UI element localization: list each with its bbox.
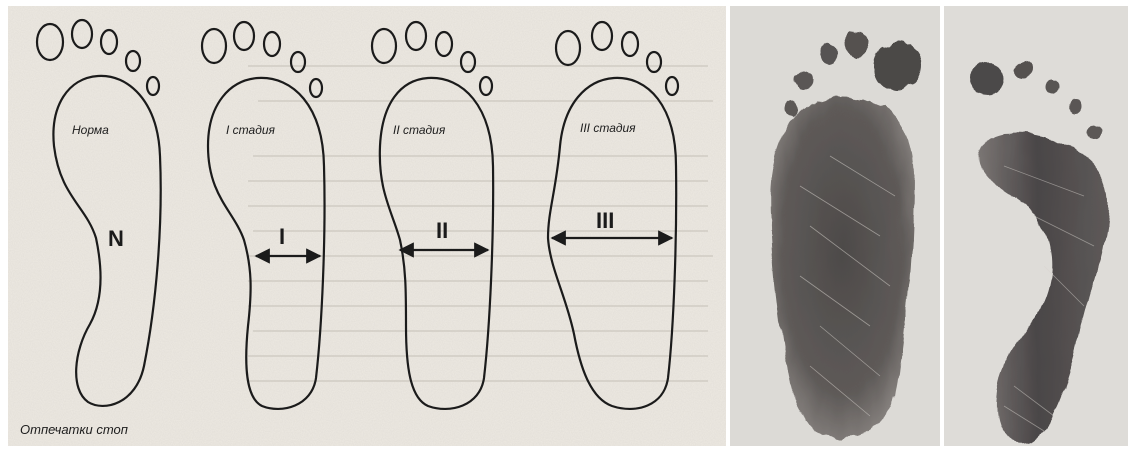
mark-normal: N xyxy=(108,226,124,251)
diagram-canvas: Норма N I стадия I II стадия II xyxy=(8,6,726,446)
mark-stage-2: II xyxy=(436,218,448,243)
label-normal: Норма xyxy=(72,123,109,137)
mark-stage-3: III xyxy=(596,208,614,233)
label-stage-1: I стадия xyxy=(226,123,276,137)
mark-stage-1: I xyxy=(279,224,285,249)
footprint-photo-normal xyxy=(730,6,940,446)
footprint-photo-flatfoot xyxy=(944,6,1128,446)
label-stage-2: II стадия xyxy=(393,123,446,137)
figure-caption: Отпечатки стоп xyxy=(20,422,128,437)
footprint-photo-flatfoot-canvas xyxy=(944,6,1128,446)
label-stage-3: III стадия xyxy=(580,121,636,135)
footprint-photo-normal-canvas xyxy=(730,6,940,446)
footprint-stages-diagram: Норма N I стадия I II стадия II xyxy=(8,6,726,446)
